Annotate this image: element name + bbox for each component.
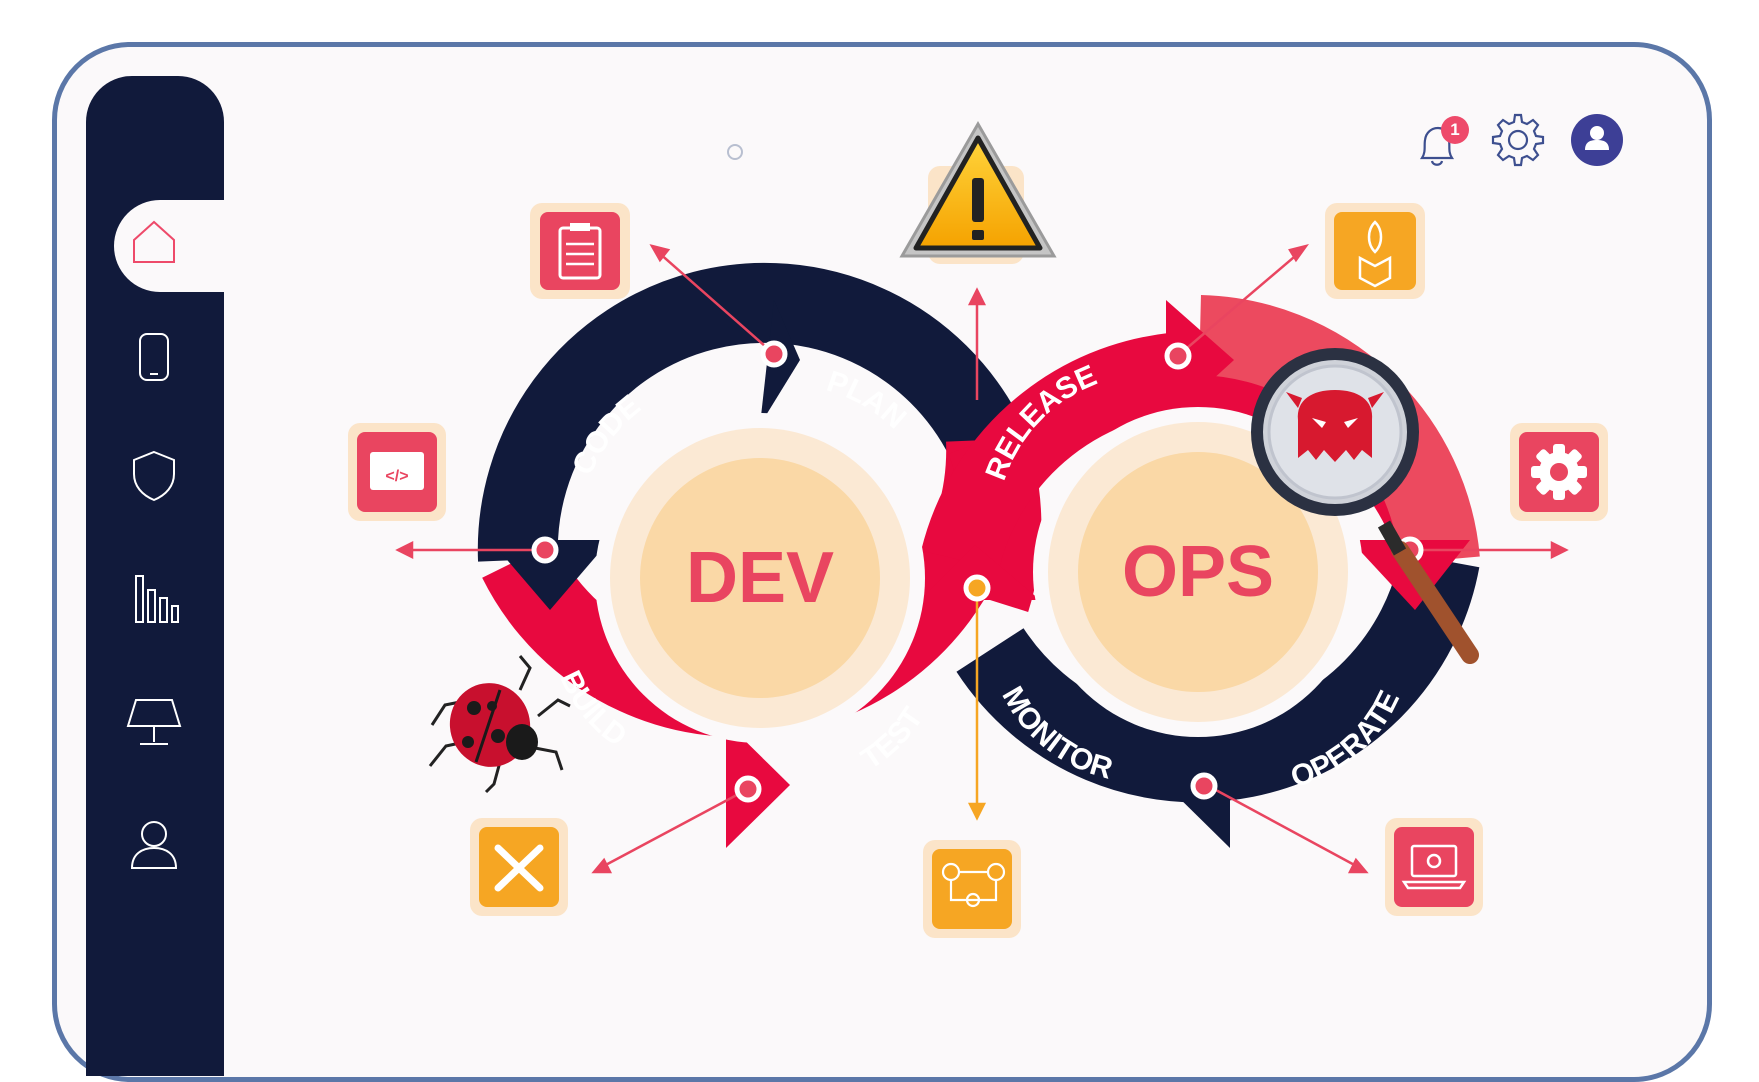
- pipeline-icon: [941, 862, 1006, 908]
- devops-diagram: DEV OPS CODE PLAN RELEASE OPERATE BUILD …: [348, 120, 1608, 938]
- notification-badge: 1: [1441, 116, 1469, 144]
- laptop-gear-icon: [1401, 844, 1467, 890]
- user-icon[interactable]: [126, 816, 182, 872]
- bar-chart-icon[interactable]: [126, 572, 182, 628]
- ladybug-icon: [428, 655, 571, 794]
- magnifier-icon: [1251, 348, 1479, 664]
- tile-tools[interactable]: [470, 818, 568, 916]
- arrow-head: [490, 540, 610, 610]
- dev-label: DEV: [686, 538, 834, 618]
- tile-clipboard[interactable]: [530, 203, 630, 299]
- indicator-dot: [727, 144, 743, 160]
- tile-code[interactable]: </>: [348, 423, 446, 521]
- arrow-head: [1166, 300, 1234, 422]
- tile-release[interactable]: [1325, 203, 1425, 299]
- connector-plan: [657, 251, 775, 355]
- connector-build: [599, 787, 749, 870]
- code-window-icon: [370, 452, 424, 490]
- shield-icon[interactable]: [126, 448, 182, 504]
- stage-test-label: TEST: [855, 702, 929, 776]
- demon-icon: [1286, 390, 1384, 462]
- tile-pipeline[interactable]: [923, 840, 1021, 938]
- mobile-icon[interactable]: [126, 330, 182, 386]
- gear-icon[interactable]: [1490, 112, 1546, 168]
- connector-release: [1179, 251, 1301, 355]
- bell-icon[interactable]: [1412, 120, 1460, 170]
- ops-label: OPS: [1122, 532, 1274, 612]
- user-avatar-icon[interactable]: [1570, 113, 1624, 167]
- home-icon[interactable]: [126, 214, 182, 270]
- monitor-icon[interactable]: [126, 694, 182, 750]
- sidebar-active-indicator: [114, 200, 254, 292]
- tile-warning[interactable]: [899, 120, 1057, 264]
- svg-text:</>: </>: [385, 468, 408, 485]
- tools-icon: [494, 844, 544, 892]
- tile-laptop[interactable]: [1385, 818, 1483, 916]
- rocket-box-icon: [1358, 220, 1392, 288]
- tile-deploy-gear[interactable]: [1510, 423, 1608, 521]
- connector-operate: [1213, 787, 1361, 870]
- arrow-head: [920, 545, 1040, 600]
